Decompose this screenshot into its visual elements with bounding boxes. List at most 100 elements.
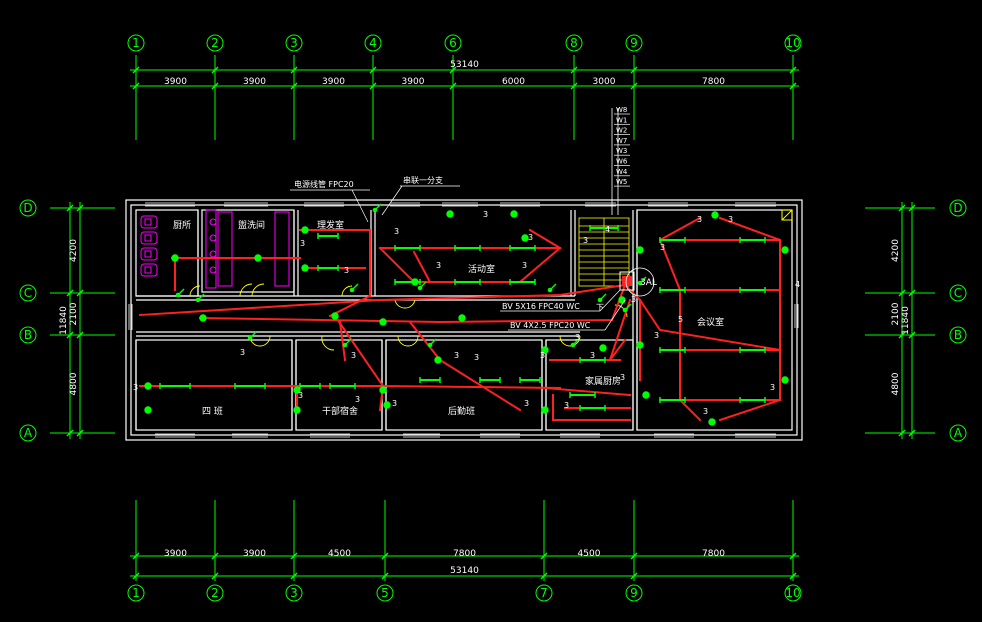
panel-label: 3AL	[640, 278, 657, 288]
lamp	[293, 386, 301, 394]
side-tick	[76, 331, 84, 339]
axis-label: 4	[369, 36, 377, 50]
side-dim-span: 4200	[69, 239, 79, 262]
dim-tick	[789, 66, 797, 74]
windows	[125, 199, 799, 441]
wire-count: 3	[355, 395, 360, 404]
riser-label: W8	[616, 106, 627, 114]
wire-count: 3	[454, 351, 459, 360]
dim-span: 7800	[702, 77, 725, 87]
lamp	[458, 314, 466, 322]
lamp	[144, 406, 152, 414]
lamp	[254, 254, 262, 262]
dim-total: 53140	[450, 566, 479, 576]
side-tick	[908, 289, 916, 297]
dim-tick	[789, 82, 797, 90]
room-cadre: 干部宿舍	[322, 405, 358, 417]
toilet-fixture	[140, 215, 158, 229]
toilet-fixture	[140, 247, 158, 261]
dim-span: 3900	[243, 549, 266, 559]
note-switch-arrow	[381, 185, 403, 216]
dim-tick	[211, 66, 219, 74]
dim-span: 7800	[453, 549, 476, 559]
axis-bubble	[625, 34, 643, 52]
wire-count: 3	[392, 399, 397, 408]
toilet-bowl	[144, 250, 152, 258]
dim-tick	[211, 552, 219, 560]
wire-count: 3	[654, 331, 659, 340]
axis-label: 8	[570, 36, 578, 50]
dim-span: 3900	[164, 77, 187, 87]
lamp	[379, 386, 387, 394]
wire-count: 4	[605, 225, 610, 234]
lamp	[541, 346, 549, 354]
side-axis-label: C	[24, 286, 32, 300]
switch-dot	[427, 342, 433, 348]
dim-span: 3900	[402, 77, 425, 87]
room-family-kitchen: 家属厨房	[585, 375, 621, 387]
wire-count: 3	[703, 407, 708, 416]
lamp	[541, 406, 549, 414]
note-cable1-arrow	[599, 289, 621, 312]
side-tick	[898, 204, 906, 212]
dim-tick	[570, 82, 578, 90]
axis-bubble	[127, 34, 145, 52]
axis-bubble	[565, 34, 583, 52]
switch-dot	[622, 307, 628, 313]
wire-count: 3	[344, 266, 349, 275]
axis-label: 2	[211, 36, 219, 50]
wire-run	[408, 320, 522, 412]
wire-count: 3	[575, 333, 580, 342]
lamp	[383, 401, 391, 409]
wire-count: 3	[351, 351, 356, 360]
room-meeting: 会议室	[697, 316, 724, 328]
lamp	[301, 264, 309, 272]
note-cable2-arrow	[604, 299, 626, 331]
wire-run	[412, 250, 432, 284]
toilet-fixture	[140, 231, 158, 245]
room-kitchen: 厨所	[173, 220, 191, 231]
lamp	[199, 314, 207, 322]
dim-tick	[211, 82, 219, 90]
lamp	[510, 210, 518, 218]
dim-span: 3000	[593, 77, 616, 87]
note-cable2: BV 4X2.5 FPC20 WC	[510, 321, 591, 330]
dim-tick	[369, 82, 377, 90]
dim-span: 3900	[243, 77, 266, 87]
axis-label: 3	[290, 586, 298, 600]
switch-dot	[372, 207, 378, 213]
dim-span: 7800	[702, 549, 725, 559]
wire-count: 3	[524, 399, 529, 408]
axis-bubble	[444, 34, 462, 52]
side-bubble	[19, 199, 37, 217]
note-conduit-arrow	[351, 189, 369, 223]
side-tick	[76, 429, 84, 437]
wire-count: 3	[436, 261, 441, 270]
wash-basin	[209, 266, 217, 274]
side-axis-label: B	[954, 328, 962, 342]
lamp	[171, 254, 179, 262]
dim-span: 6000	[502, 77, 525, 87]
side-axis-label: B	[24, 328, 32, 342]
lamp	[781, 246, 789, 254]
side-dim-span: 4800	[69, 372, 79, 395]
note-conduit: 电源线管 FPC20	[294, 179, 354, 189]
switch-dot	[349, 287, 355, 293]
axis-bubble	[535, 584, 553, 602]
lamp	[434, 356, 442, 364]
dim-tick	[290, 572, 298, 580]
dim-span: 3900	[322, 77, 345, 87]
axis-label: 9	[630, 36, 638, 50]
axis-bubble	[206, 34, 224, 52]
wire-count: 3	[728, 215, 733, 224]
axis-bubble	[376, 584, 394, 602]
wire-count: 3	[483, 210, 488, 219]
side-bubble	[949, 424, 967, 442]
dim-total: 53140	[450, 60, 479, 70]
wire-count: 3	[583, 236, 588, 245]
riser-label: W2	[616, 127, 627, 135]
side-tick	[898, 331, 906, 339]
